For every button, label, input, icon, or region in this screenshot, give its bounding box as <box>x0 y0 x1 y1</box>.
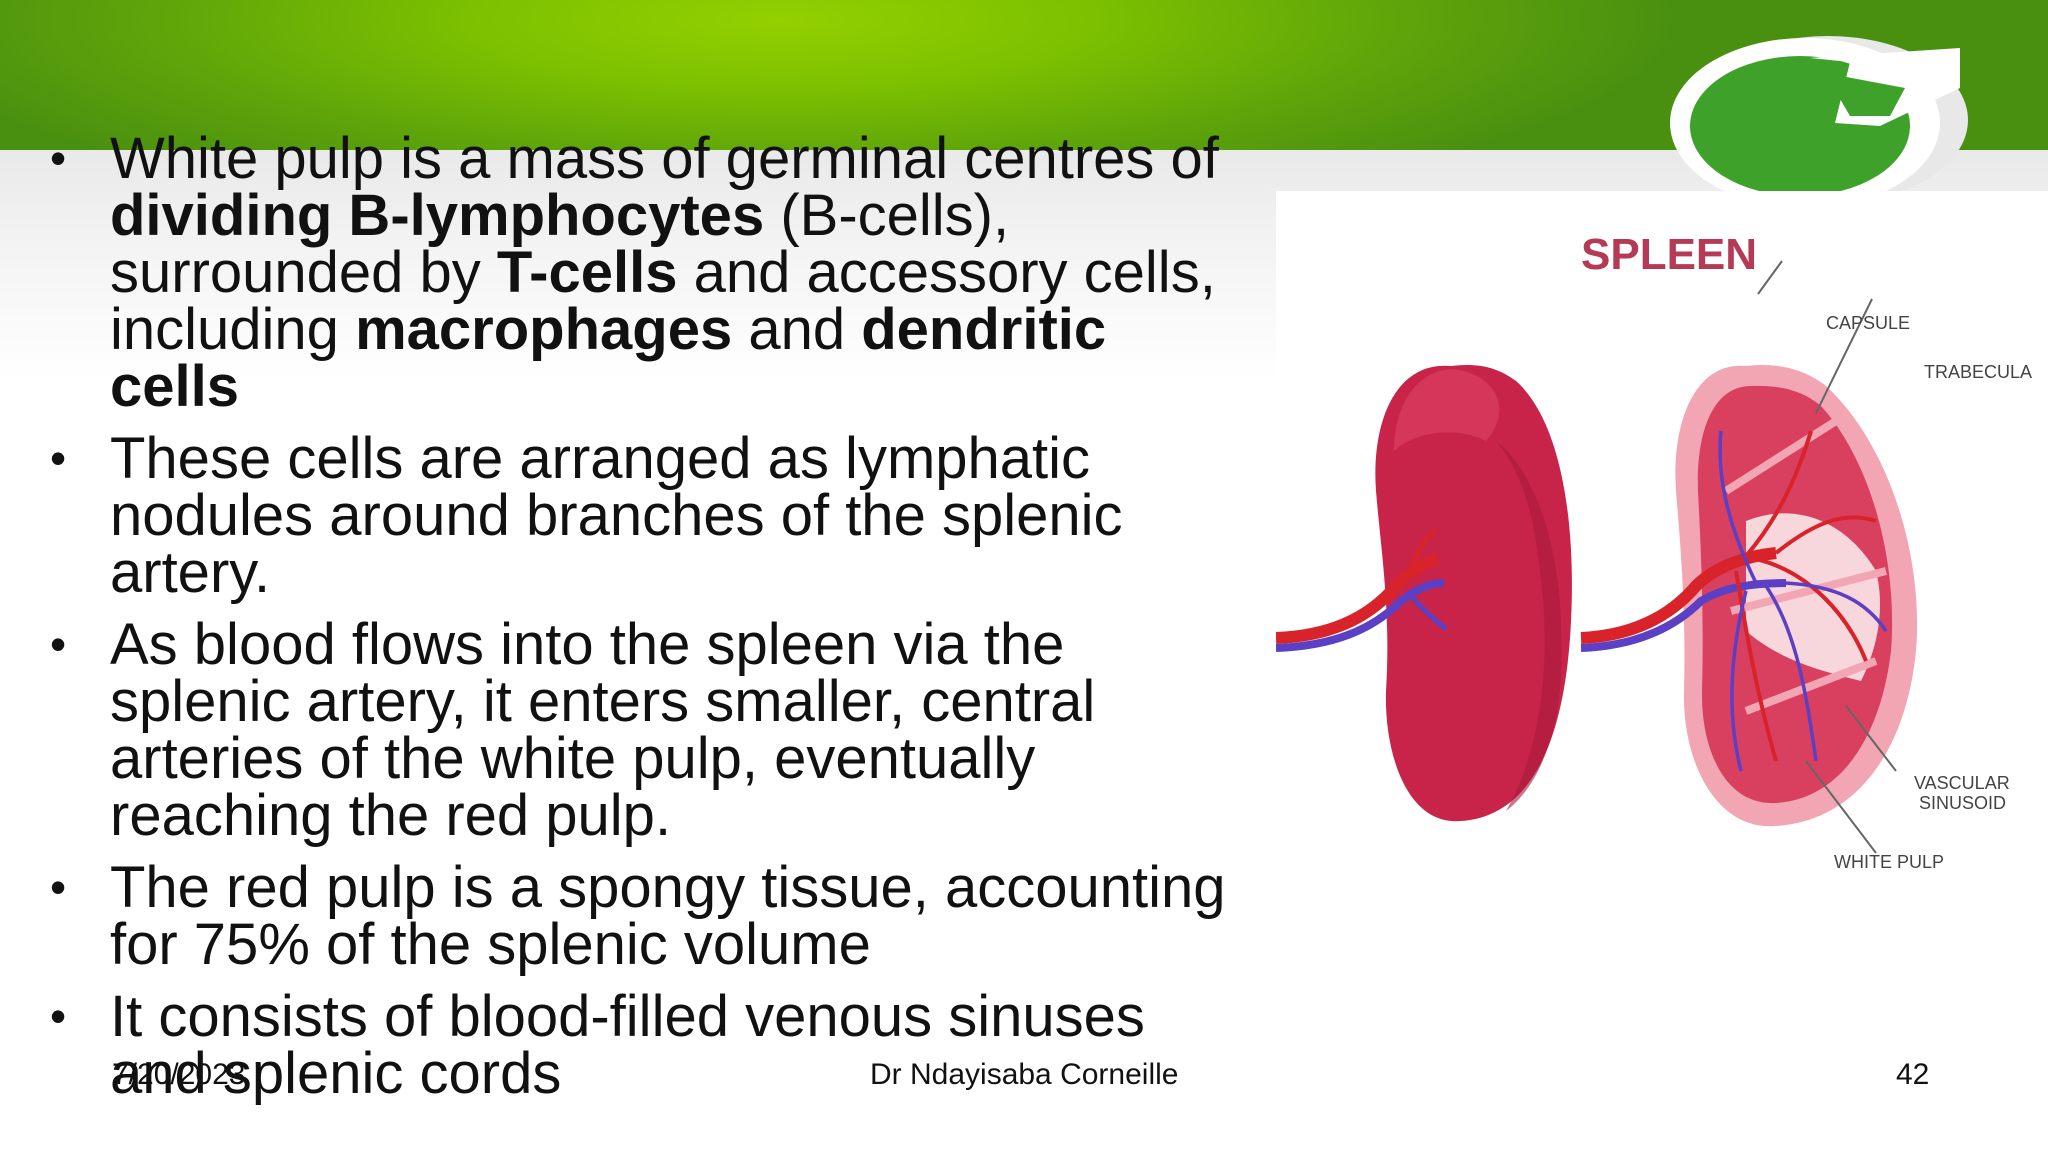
whole-spleen-illustration <box>1275 364 1572 822</box>
bullet-text: (B-cells), surrounded by <box>110 183 1010 305</box>
page-number: 42 <box>1896 1058 1930 1091</box>
white-pulp-label: WHITE PULP <box>1834 852 1944 872</box>
bullet-bold-text: macrophages <box>355 297 733 362</box>
bullet-bold-text: dendritic cells <box>110 297 1107 419</box>
vascular-label: VASCULAR <box>1914 773 2010 793</box>
bullet-item: It consists of blood-filled venous sinus… <box>50 988 1230 1103</box>
footer-date: 7/20/2023 <box>112 1058 246 1091</box>
sinusoid-leader <box>1845 705 1897 772</box>
bullet-text: White pulp is a mass of germinal centres… <box>110 126 1219 191</box>
spleen-diagram: SPLEEN <box>1275 191 2048 891</box>
logo-icon <box>1670 36 1968 208</box>
section-spleen-illustration <box>1580 365 1918 827</box>
bullet-text: As blood flows into the spleen via the s… <box>110 612 1096 848</box>
bullet-text: and accessory cells, including <box>110 240 1216 362</box>
bullet-bold-text: T-cells <box>496 240 678 305</box>
bullet-bold-text: dividing B-lymphocytes <box>110 183 765 248</box>
spleen-diagram-svg: SPLEEN <box>1275 230 2032 872</box>
bullet-item: The red pulp is a spongy tissue, account… <box>50 859 1230 974</box>
capsule-label: CAPSULE <box>1826 313 1910 333</box>
bullet-list: White pulp is a mass of germinal centres… <box>50 130 1230 1103</box>
diagram-title: SPLEEN <box>1581 230 1757 279</box>
bullet-content: White pulp is a mass of germinal centres… <box>50 130 1230 1117</box>
bullet-item: White pulp is a mass of germinal centres… <box>50 130 1230 416</box>
sinusoid-label: SINUSOID <box>1919 793 2006 813</box>
bullet-item: As blood flows into the spleen via the s… <box>50 616 1230 845</box>
bullet-item: These cells are arranged as lymphatic no… <box>50 430 1230 602</box>
trabecula-label: TRABECULA <box>1924 362 2032 382</box>
bullet-text: The red pulp is a spongy tissue, account… <box>110 855 1226 977</box>
white-pulp-leader <box>1805 760 1877 854</box>
footer-author: Dr Ndayisaba Corneille <box>870 1058 1179 1091</box>
bullet-text: and <box>732 297 862 362</box>
bullet-text: It consists of blood-filled venous sinus… <box>110 984 1145 1106</box>
bullet-text: These cells are arranged as lymphatic no… <box>110 426 1123 605</box>
trabecula-leader <box>1815 298 1873 414</box>
capsule-leader <box>1757 260 1783 295</box>
